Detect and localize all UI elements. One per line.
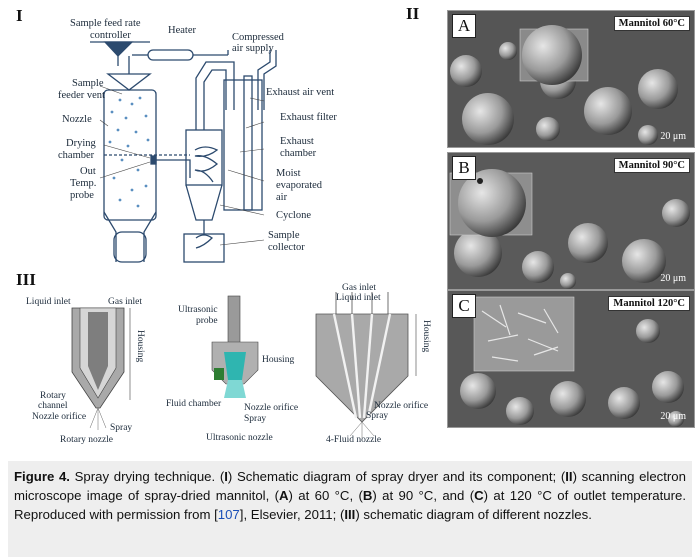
caption-ref-a: A bbox=[279, 488, 289, 503]
label-compressed-2: air supply bbox=[232, 43, 274, 54]
caption-text-5: ) at 120 °C of outlet temperature. Repro… bbox=[14, 488, 686, 522]
sem-scale-b: 20 μm bbox=[660, 273, 686, 284]
label-spray-4f: Spray bbox=[366, 411, 388, 421]
label-ultrasonic-nozzle: Ultrasonic nozzle bbox=[206, 433, 273, 443]
caption-text-2: ) scanning electron microscope image of … bbox=[14, 469, 686, 503]
label-gas-inlet: Gas inlet bbox=[108, 297, 142, 307]
label-gas-inlet-4f: Gas inlet bbox=[342, 283, 376, 293]
label-compressed: Compressed bbox=[232, 32, 285, 43]
sem-letter-c: C bbox=[452, 294, 476, 318]
ultrasonic-nozzle bbox=[211, 295, 259, 398]
caption-ref-iii: III bbox=[344, 507, 356, 522]
four-fluid-nozzle bbox=[315, 292, 417, 438]
caption-ref-c: C bbox=[474, 488, 484, 503]
label-feed-rate: Sample feed rate bbox=[70, 18, 141, 29]
sem-letter-a: A bbox=[452, 14, 476, 38]
label-ultrasonic-2: probe bbox=[196, 316, 218, 326]
panel-label-i: I bbox=[16, 6, 23, 25]
label-spray-ultrasonic: Spray bbox=[244, 414, 266, 424]
label-exhaust-chamber: Exhaust bbox=[280, 136, 314, 147]
label-heater: Heater bbox=[168, 25, 196, 36]
label-exhaust-filter: Exhaust filter bbox=[280, 112, 337, 123]
spray-dryer-diagram: Sample feed rate controller Heater Compr… bbox=[58, 18, 337, 263]
label-liquid-inlet-4f: Liquid inlet bbox=[336, 293, 381, 303]
label-moist-2: evaporated bbox=[276, 180, 323, 191]
figure-caption: Figure 4. Spray drying technique. (I) Sc… bbox=[8, 461, 692, 557]
label-drying-2: chamber bbox=[58, 150, 95, 161]
label-ultrasonic: Ultrasonic bbox=[178, 305, 218, 315]
label-feeder-vent-2: feeder vent bbox=[58, 90, 105, 101]
caption-text-6: ], Elsevier, 2011; ( bbox=[239, 507, 345, 522]
sem-image-a: A Mannitol 60°C 20 μm bbox=[447, 10, 695, 148]
label-probe-2: Temp. bbox=[70, 178, 96, 189]
sem-particles-c bbox=[448, 291, 694, 427]
label-orifice-ultrasonic: Nozzle orifice bbox=[244, 402, 298, 413]
label-probe-3: probe bbox=[70, 190, 94, 201]
label-drying: Drying bbox=[66, 138, 96, 149]
label-probe: Out bbox=[80, 166, 96, 177]
caption-text-4: ) at 90 °C, and ( bbox=[372, 488, 475, 503]
panel-label-ii: II bbox=[406, 4, 420, 23]
label-nozzle: Nozzle bbox=[62, 114, 92, 125]
label-four-fluid-nozzle: 4-Fluid nozzle bbox=[326, 435, 381, 445]
label-fluid-chamber: Fluid chamber bbox=[166, 399, 222, 409]
label-collector-2: collector bbox=[268, 242, 305, 253]
rotary-nozzle bbox=[71, 307, 131, 430]
label-orifice-rotary: Nozzle orifice bbox=[32, 411, 86, 422]
panel-label-iii: III bbox=[16, 270, 36, 289]
sem-particles-a bbox=[448, 11, 694, 147]
caption-ref-ii: II bbox=[565, 469, 573, 484]
label-rotary-2: channel bbox=[38, 401, 68, 411]
caption-text-intro: Spray drying technique. ( bbox=[69, 469, 225, 484]
label-orifice-4f: Nozzle orifice bbox=[374, 400, 428, 411]
label-housing-4f: Housing bbox=[421, 320, 431, 352]
label-exhaust-vent: Exhaust air vent bbox=[266, 87, 334, 98]
label-moist-3: air bbox=[276, 192, 288, 203]
sem-title-a: Mannitol 60°C bbox=[613, 16, 690, 31]
label-housing-ultrasonic: Housing bbox=[262, 355, 294, 365]
citation-link[interactable]: 107 bbox=[217, 507, 240, 522]
label-housing-rotary: Housing bbox=[135, 330, 145, 362]
sem-scale-c: 20 μm bbox=[660, 411, 686, 422]
caption-text-3: ) at 60 °C, ( bbox=[288, 488, 363, 503]
label-cyclone: Cyclone bbox=[276, 210, 311, 221]
sem-image-b: B Mannitol 90°C 20 μm bbox=[447, 152, 695, 290]
label-feed-rate-2: controller bbox=[90, 30, 131, 41]
label-rotary: Rotary bbox=[40, 391, 66, 401]
sem-letter-b: B bbox=[452, 156, 476, 180]
sem-title-b: Mannitol 90°C bbox=[613, 158, 690, 173]
sem-title-c: Mannitol 120°C bbox=[608, 296, 690, 311]
label-feeder-vent: Sample bbox=[72, 78, 104, 89]
label-exhaust-chamber-2: chamber bbox=[280, 148, 317, 159]
caption-text-7: ) schematic diagram of different nozzles… bbox=[355, 507, 592, 522]
label-spray-rotary: Spray bbox=[110, 423, 132, 433]
sem-image-c: C Mannitol 120°C 20 μm bbox=[447, 290, 695, 428]
caption-figure-label: Figure 4. bbox=[14, 469, 70, 484]
label-liquid-inlet: Liquid inlet bbox=[26, 297, 71, 307]
label-collector: Sample bbox=[268, 230, 300, 241]
caption-ref-i: I bbox=[224, 469, 228, 484]
sem-scale-a: 20 μm bbox=[660, 131, 686, 142]
nozzle-diagrams: Liquid inlet Gas inlet Housing Rotary ch… bbox=[26, 283, 431, 445]
figure-4: I bbox=[16, 4, 695, 445]
sem-particles-b bbox=[448, 153, 694, 289]
caption-text-1: ) Schematic diagram of spray dryer and i… bbox=[227, 469, 566, 484]
label-rotary-nozzle: Rotary nozzle bbox=[60, 435, 113, 445]
caption-ref-b: B bbox=[362, 488, 373, 503]
label-moist: Moist bbox=[276, 168, 301, 179]
